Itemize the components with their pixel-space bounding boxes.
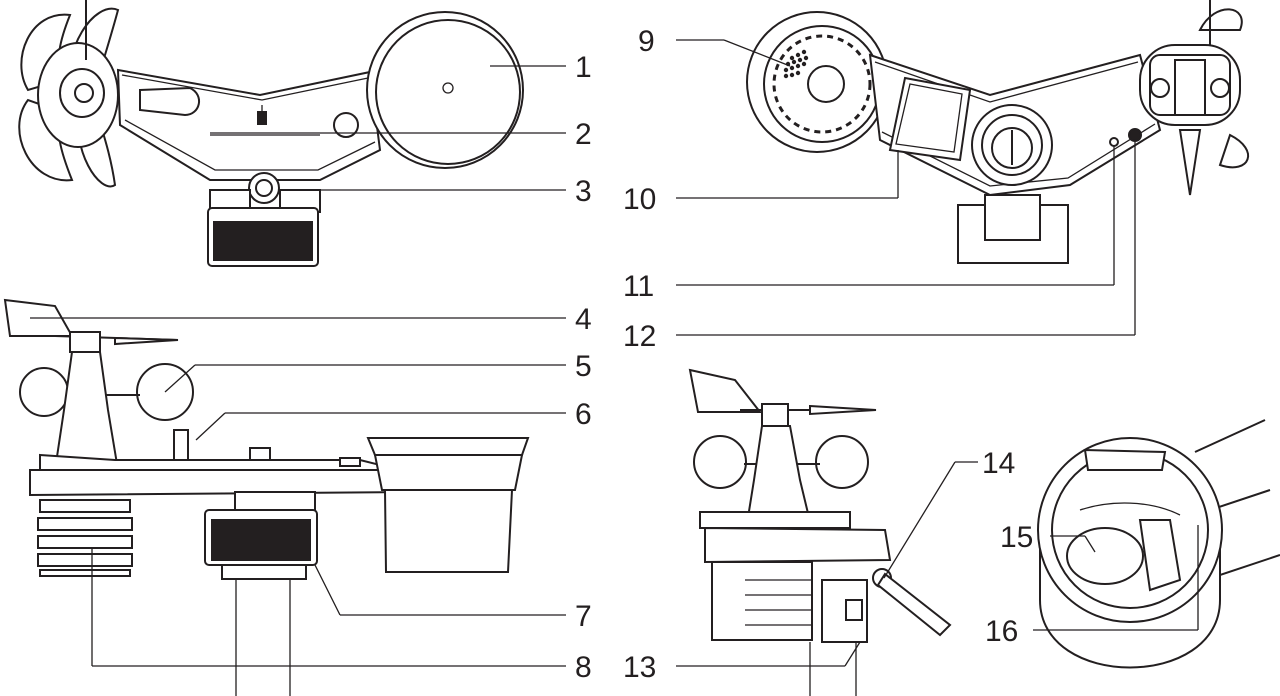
bottom-view-sensor-assembly xyxy=(746,0,1250,264)
callout-6: 6 xyxy=(575,398,592,431)
callout-10: 10 xyxy=(623,183,656,216)
rear-view-station xyxy=(688,368,952,643)
callout-3: 3 xyxy=(575,175,592,208)
side-view-station xyxy=(3,298,530,580)
callout-8: 8 xyxy=(575,651,592,684)
callout-2: 2 xyxy=(575,118,592,151)
callout-4: 4 xyxy=(575,303,592,336)
callout-labels: 1 2 3 4 5 6 7 8 9 10 11 12 13 14 15 16 xyxy=(575,25,1033,684)
callout-15: 15 xyxy=(1000,521,1033,554)
callout-7: 7 xyxy=(575,600,592,633)
callout-5: 5 xyxy=(575,350,592,383)
top-view-sensor-assembly xyxy=(18,0,524,267)
leader-lines xyxy=(30,39,1199,696)
callout-9: 9 xyxy=(638,25,655,58)
rain-gauge-interior-view xyxy=(1037,419,1280,669)
callout-1: 1 xyxy=(575,51,592,84)
callout-12: 12 xyxy=(623,320,656,353)
callout-11: 11 xyxy=(623,270,654,303)
callout-16: 16 xyxy=(985,615,1018,648)
callout-14: 14 xyxy=(982,447,1015,480)
callout-13: 13 xyxy=(623,651,656,684)
